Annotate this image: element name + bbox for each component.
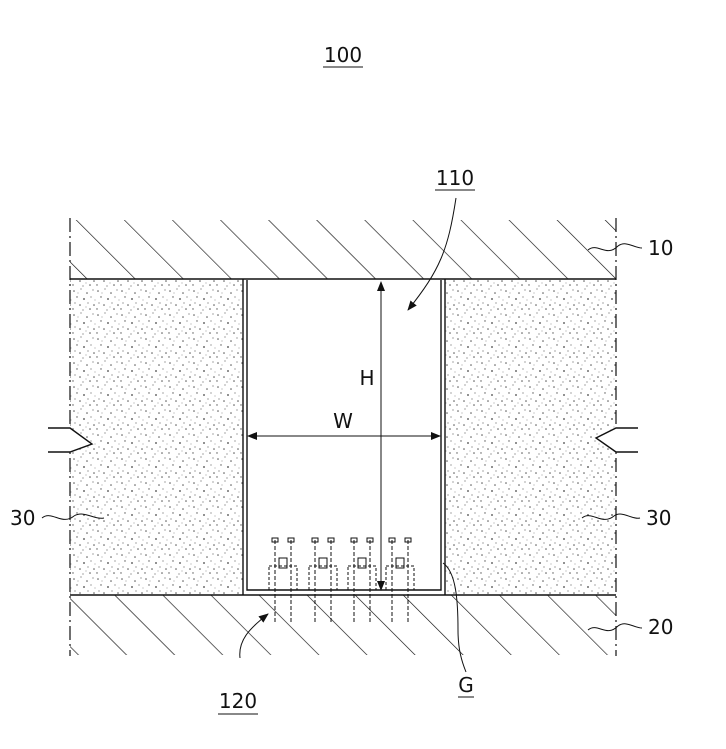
anchor-nut — [350, 537, 358, 543]
anchor-nut — [327, 537, 335, 543]
anchor-sleeve — [357, 557, 367, 569]
figure-number: 100 — [323, 43, 363, 68]
anchor-nut — [271, 537, 279, 543]
anchor-sleeve — [395, 557, 405, 569]
infill-panel-right — [445, 280, 616, 594]
anchor-group — [268, 537, 415, 622]
top-beam-hatch — [70, 220, 616, 279]
bottom-beam-hatch — [70, 595, 616, 655]
anchor-bolt — [385, 537, 415, 622]
anchor-nut — [388, 537, 396, 543]
label-top-beam-leader — [587, 243, 643, 252]
anchor-sleeve — [278, 557, 288, 569]
label-bottom-beam-leader — [587, 623, 643, 632]
label-top-beam-text: 10 — [648, 236, 673, 260]
anchor-nut — [404, 537, 412, 543]
anchor-sleeve — [318, 557, 328, 569]
width-label: W — [333, 409, 353, 433]
left-break-symbol — [48, 427, 94, 453]
label-top-beam: 10 — [587, 236, 673, 260]
right-break-symbol — [594, 427, 638, 453]
anchor-plate — [308, 565, 338, 591]
label-opening-leader — [407, 197, 457, 311]
label-infill-right-leader — [581, 513, 641, 520]
label-anchors-text: 120 — [219, 689, 257, 713]
label-anchors-leader — [239, 613, 269, 659]
figure-number-label: 100 — [324, 43, 362, 67]
right-break-mask — [596, 428, 638, 452]
label-infill-left-leader — [41, 513, 105, 520]
anchor-bolt — [268, 537, 298, 622]
anchor-bolt — [308, 537, 338, 622]
label-infill-left: 30 — [10, 506, 105, 530]
opening-frame — [246, 280, 442, 591]
anchor-plate — [385, 565, 415, 591]
label-infill-right: 30 — [581, 506, 671, 530]
label-infill-right-text: 30 — [646, 506, 671, 530]
label-gap: G — [442, 562, 474, 698]
anchor-plate — [347, 565, 377, 591]
width-dimension: W — [247, 409, 441, 440]
anchor-bolt — [347, 537, 377, 622]
infill-panel-left — [70, 280, 243, 594]
label-opening-text: 110 — [436, 166, 474, 190]
label-opening: 110 — [407, 166, 475, 311]
label-bottom-beam-text: 20 — [648, 615, 673, 639]
anchor-nut — [311, 537, 319, 543]
anchor-nut — [366, 537, 374, 543]
top-beam — [70, 220, 616, 280]
left-break-mask — [48, 428, 92, 452]
label-gap-text: G — [458, 673, 474, 697]
label-anchors: 120 — [218, 613, 269, 715]
label-bottom-beam: 20 — [587, 615, 673, 639]
bottom-beam — [70, 594, 616, 655]
anchor-nut — [287, 537, 295, 543]
height-label: H — [359, 366, 374, 390]
label-infill-left-text: 30 — [10, 506, 35, 530]
anchor-plate — [268, 565, 298, 591]
label-gap-leader — [442, 562, 467, 673]
frame-inner-outline — [246, 280, 442, 591]
